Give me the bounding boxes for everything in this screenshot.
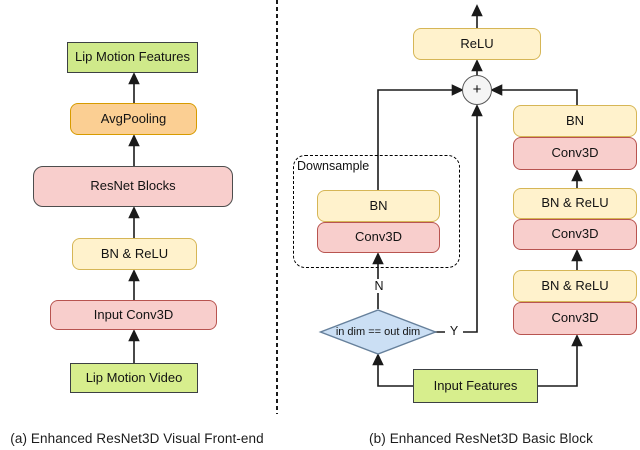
node-branch-conv3d-top: Conv3D — [513, 137, 637, 170]
node-branch-bn-relu-bot: BN & ReLU — [513, 270, 637, 302]
arrow-downsample-to-sum — [377, 84, 464, 190]
caption-panel-b: (b) Enhanced ResNet3D Basic Block — [369, 431, 593, 446]
arrow-input-to-decision — [372, 353, 413, 387]
node-downsample-bn: BN — [317, 190, 440, 222]
arrow-sum-to-relu — [471, 59, 483, 75]
node-output-relu: ReLU — [413, 28, 541, 60]
arrow-resnet-to-avgpool — [128, 134, 140, 166]
branch-yes-label: Y — [445, 324, 463, 338]
node-lip-motion-features: Lip Motion Features — [67, 42, 198, 73]
arrow-column-mid — [571, 169, 583, 188]
downsample-group-box — [293, 155, 460, 268]
decision-condition-label: in dim == out dim — [335, 326, 421, 338]
downsample-group-label: Downsample — [297, 159, 370, 173]
sum-operator: + — [462, 75, 492, 105]
decision-diamond — [318, 309, 438, 355]
arrow-input-to-mainbranch — [538, 334, 583, 387]
arrow-column-bot — [571, 249, 583, 270]
node-resnet-blocks: ResNet Blocks — [33, 166, 233, 207]
arrow-conv-to-bnrelu — [128, 269, 140, 300]
arrow-mainbranch-to-sum — [490, 84, 578, 105]
arrow-video-to-conv — [128, 329, 140, 363]
node-input-features: Input Features — [413, 369, 538, 403]
arrow-relu-output — [471, 4, 483, 28]
node-branch-bn-relu-mid: BN & ReLU — [513, 188, 637, 219]
branch-no-label: N — [370, 279, 388, 293]
node-input-conv3d: Input Conv3D — [50, 300, 217, 330]
caption-panel-a: (a) Enhanced ResNet3D Visual Front-end — [10, 431, 264, 446]
node-avg-pooling: AvgPooling — [70, 103, 197, 135]
node-branch-conv3d-mid: Conv3D — [513, 219, 637, 250]
arrow-bnrelu-to-resnet — [128, 206, 140, 238]
node-downsample-conv3d: Conv3D — [317, 222, 440, 253]
arrow-avgpool-to-features — [128, 72, 140, 103]
node-branch-bn: BN — [513, 105, 637, 137]
node-bn-relu: BN & ReLU — [72, 238, 197, 270]
node-branch-conv3d-bot: Conv3D — [513, 302, 637, 335]
node-lip-motion-video: Lip Motion Video — [70, 363, 198, 393]
